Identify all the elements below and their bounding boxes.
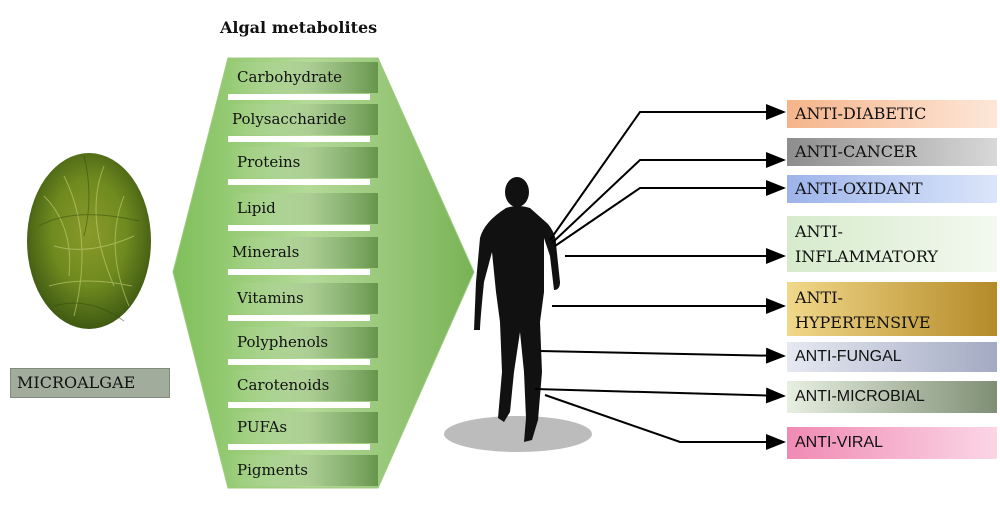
metabolite-item: PUFAs <box>237 418 288 436</box>
metabolite-separator <box>228 359 370 365</box>
effect-anti-microbial-box: ANTI-MICROBIAL <box>787 381 997 413</box>
metabolite-item: Minerals <box>232 243 300 261</box>
metabolite-separator <box>228 94 370 100</box>
effect-label: ANTI- <box>795 222 843 241</box>
metabolite-box <box>228 455 378 486</box>
metabolite-item: Polyphenols <box>237 333 329 351</box>
metabolite-item: Carotenoids <box>237 376 330 394</box>
effect-label: ANTI-OXIDANT <box>795 179 923 198</box>
effect-label: ANTI-FUNGAL <box>795 348 902 365</box>
arrow-anti-cancer <box>551 152 786 244</box>
arrow-anti-diabetic <box>549 104 786 241</box>
effect-label: INFLAMMATORY <box>795 247 938 266</box>
metabolite-item: Vitamins <box>237 289 304 307</box>
metabolite-box <box>228 62 378 93</box>
metabolite-separator <box>228 269 370 275</box>
metabolite-separator <box>228 136 370 142</box>
effect-anti-inflammatory-box: ANTI- INFLAMMATORY <box>787 216 997 272</box>
metabolite-separator <box>228 444 370 450</box>
effect-anti-diabetic-box: ANTI-DIABETIC <box>787 100 997 128</box>
metabolite-box <box>228 283 378 314</box>
metabolite-separator <box>228 225 370 231</box>
effect-anti-viral-box: ANTI-VIRAL <box>787 427 997 459</box>
metabolite-box <box>228 370 378 401</box>
effect-label: ANTI-DIABETIC <box>795 104 927 123</box>
effect-anti-oxidant-box: ANTI-OXIDANT <box>787 175 997 203</box>
metabolite-item: Proteins <box>237 153 301 171</box>
microalgae-label: MICROALGAE <box>10 368 170 398</box>
metabolite-box <box>228 147 378 178</box>
metabolite-separator <box>228 315 370 321</box>
metabolite-separator <box>228 179 370 185</box>
effect-label: ANTI-CANCER <box>795 142 917 161</box>
effect-anti-fungal-box: ANTI-FUNGAL <box>787 342 997 372</box>
metabolite-separator <box>228 402 370 408</box>
arrow-anti-microbial <box>534 387 786 404</box>
arrow-anti-fungal <box>539 347 786 364</box>
effect-anti-cancer-box: ANTI-CANCER <box>787 138 997 166</box>
effect-label: ANTI-MICROBIAL <box>795 388 925 405</box>
effect-label: ANTI- <box>795 288 843 307</box>
diagram-title: Algal metabolites <box>220 18 378 37</box>
metabolite-item: Lipid <box>237 199 276 217</box>
effect-label: ANTI-VIRAL <box>795 434 884 451</box>
metabolite-box <box>228 412 378 443</box>
metabolite-item: Pigments <box>237 461 308 479</box>
metabolite-item: Carbohydrate <box>237 68 342 86</box>
human-silhouette-icon <box>444 177 592 452</box>
effect-label: HYPERTENSIVE <box>795 313 931 332</box>
metabolite-box <box>228 104 378 135</box>
effect-anti-hypertensive-box: ANTI- HYPERTENSIVE <box>787 282 997 336</box>
metabolite-box <box>228 193 378 224</box>
arrow-anti-viral <box>544 394 786 450</box>
metabolite-item: Polysaccharide <box>232 110 347 128</box>
metabolite-box <box>228 327 378 358</box>
microalgae-image <box>27 153 151 329</box>
metabolite-box <box>228 237 378 268</box>
arrow-anti-oxidant <box>554 180 786 247</box>
